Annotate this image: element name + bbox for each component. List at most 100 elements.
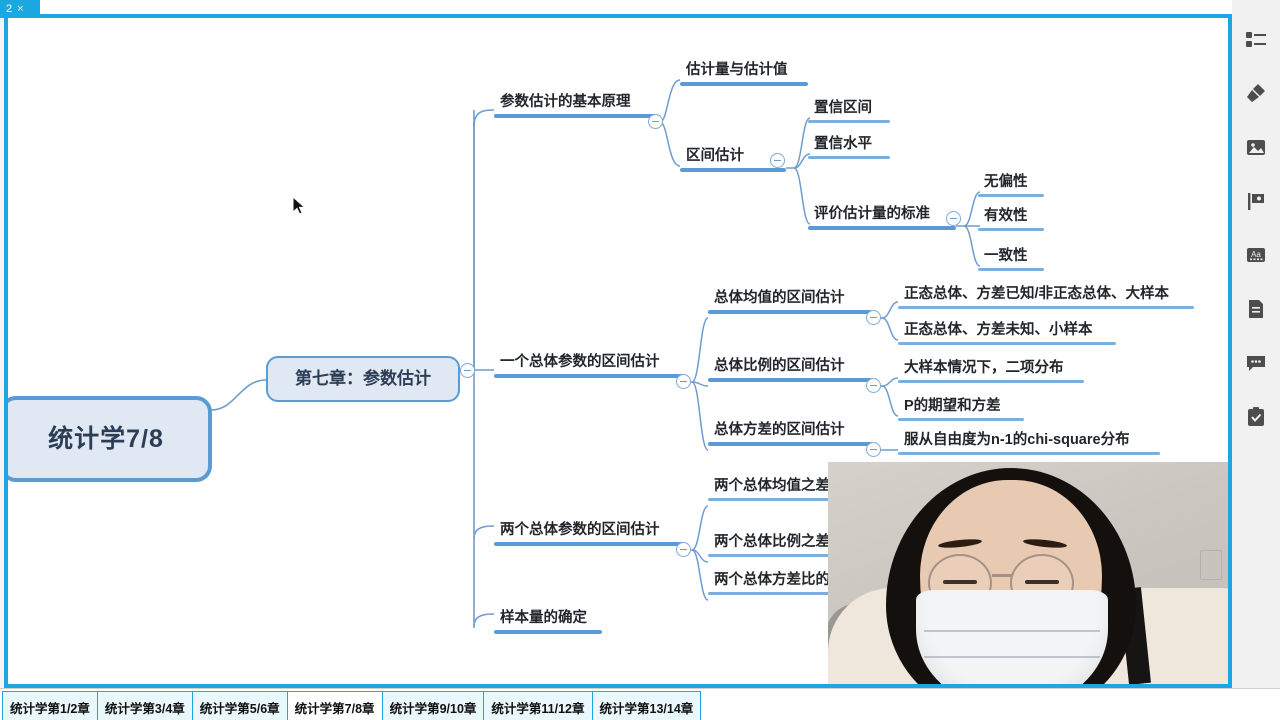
comment-icon[interactable] [1243,350,1269,376]
flag-icon[interactable] [1243,188,1269,214]
node-label: 一个总体参数的区间估计 [500,354,660,370]
mouse-cursor [292,196,306,215]
close-icon[interactable]: × [17,3,24,15]
mindmap-child-node[interactable]: 估计量与估计值 [680,62,808,86]
node-label: P的期望和方差 [904,398,1001,414]
node-label: 两个总体比例之差 [714,534,830,550]
sheet-tab-active[interactable]: 统计学第7/8章 [286,691,383,720]
node-label: 大样本情况下，二项分布 [904,360,1064,376]
sheet-tab-label: 统计学第3/4章 [104,701,185,716]
mindmap-leaf-node[interactable]: 大样本情况下，二项分布 [898,360,1084,383]
sheet-tab[interactable]: 统计学第9/10章 [381,691,485,720]
tab-strip-filler [40,0,1280,12]
mindmap-leaf-node[interactable]: P的期望和方差 [898,398,1024,421]
right-toolbar: Aa [1232,0,1280,692]
collapse-toggle-branch-2[interactable] [676,374,691,389]
mindmap-child-node[interactable]: 区间估计 [680,148,786,172]
document-tab[interactable]: 2 × [0,0,40,18]
mindmap-leaf-node[interactable]: 一致性 [978,248,1044,271]
mindmap-branch-node[interactable]: 两个总体参数的区间估计 [494,522,684,546]
webcam-overlay[interactable] [828,462,1228,684]
node-label: 两个总体均值之差 [714,478,830,494]
mindmap-branch-node[interactable]: 样本量的确定 [494,610,602,634]
mindmap-chapter-node[interactable]: 第七章：参数估计 [266,356,460,402]
image-icon[interactable] [1243,134,1269,160]
mindmap-leaf-node[interactable]: 两个总体方差比的 [708,572,860,595]
mindmap-chapter-label: 第七章：参数估计 [295,369,431,389]
mindmap-branch-node[interactable]: 一个总体参数的区间估计 [494,354,684,378]
node-label: 有效性 [984,208,1028,224]
node-underline [708,309,872,314]
node-underline [708,497,860,501]
sheet-tab[interactable]: 统计学第11/12章 [483,691,593,720]
face-mask [916,590,1108,684]
document-icon[interactable] [1243,296,1269,322]
sheet-tab[interactable]: 统计学第1/2章 [2,691,98,720]
node-underline [978,193,1044,197]
node-label: 样本量的确定 [500,610,587,626]
node-label: 参数估计的基本原理 [500,94,631,110]
mindmap-leaf-node[interactable]: 正态总体、方差未知、小样本 [898,322,1116,345]
mindmap-leaf-node[interactable]: 无偏性 [978,174,1044,197]
mindmap-leaf-node[interactable]: 置信水平 [808,136,890,159]
mindmap-leaf-node[interactable]: 有效性 [978,208,1044,231]
sheet-tab-label: 统计学第9/10章 [389,701,477,716]
collapse-toggle-mean-interval[interactable] [866,310,881,325]
node-underline [494,629,602,634]
sheet-tab-label: 统计学第5/6章 [199,701,280,716]
node-label: 无偏性 [984,174,1028,190]
node-label: 区间估计 [686,148,744,164]
outline-icon[interactable] [1243,26,1269,52]
mindmap-leaf-node[interactable]: 服从自由度为n-1的chi-square分布 [898,432,1160,455]
mindmap-leaf-node[interactable]: 正态总体、方差已知/非正态总体、大样本 [898,286,1194,309]
node-underline [680,81,808,86]
node-underline [494,541,684,546]
node-underline [898,451,1160,455]
mindmap-leaf-node[interactable]: 两个总体均值之差 [708,478,860,501]
node-label: 置信区间 [814,100,872,116]
node-underline [898,341,1116,345]
node-underline [494,373,684,378]
mindmap-leaf-node[interactable]: 两个总体比例之差 [708,534,860,557]
sheet-tab-label: 统计学第13/14章 [599,701,694,716]
mindmap-leaf-node[interactable]: 置信区间 [808,100,890,123]
mindmap-child-node[interactable]: 总体均值的区间估计 [708,290,872,314]
mindmap-child-node[interactable]: 总体方差的区间估计 [708,422,872,446]
collapse-toggle-interval-estimation[interactable] [770,153,785,168]
node-label: 置信水平 [814,136,872,152]
node-underline [708,591,860,595]
mindmap-canvas[interactable]: 统计学7/8 第七章：参数估计 参数估计的基本原理 估计量与估计值 区间估计 [4,14,1232,688]
collapse-toggle-criteria[interactable] [946,211,961,226]
node-underline [708,441,872,446]
node-underline [708,377,872,382]
wall-outlet [1200,550,1222,580]
mindmap-child-node[interactable]: 评价估计量的标准 [808,206,956,230]
sheet-tab[interactable]: 统计学第5/6章 [191,691,288,720]
node-label: 两个总体方差比的 [714,572,830,588]
collapse-toggle-variance-interval[interactable] [866,442,881,457]
document-tab-label: 2 [6,3,13,15]
node-label: 正态总体、方差已知/非正态总体、大样本 [904,286,1170,302]
sheet-tab[interactable]: 统计学第3/4章 [96,691,193,720]
text-style-icon[interactable]: Aa [1243,242,1269,268]
mindmap-branch-node[interactable]: 参数估计的基本原理 [494,94,656,118]
collapse-toggle-branch-3[interactable] [676,542,691,557]
node-label: 总体方差的区间估计 [714,422,845,438]
mindmap-canvas-inner: 统计学7/8 第七章：参数估计 参数估计的基本原理 估计量与估计值 区间估计 [8,18,1228,684]
node-label: 正态总体、方差未知、小样本 [904,322,1093,338]
mindmap-child-node[interactable]: 总体比例的区间估计 [708,358,872,382]
node-underline [808,225,956,230]
task-icon[interactable] [1243,404,1269,430]
collapse-toggle-chapter[interactable] [460,363,475,378]
node-underline [494,113,656,118]
collapse-toggle-proportion-interval[interactable] [866,378,881,393]
mindmap-root-node[interactable]: 统计学7/8 [8,396,212,482]
node-underline [680,167,786,172]
node-underline [708,553,860,557]
brush-icon[interactable] [1243,80,1269,106]
sheet-tab-label: 统计学第11/12章 [491,701,585,716]
node-label: 评价估计量的标准 [814,206,930,222]
collapse-toggle-branch-1[interactable] [648,114,663,129]
sheet-tab[interactable]: 统计学第13/14章 [591,691,702,720]
